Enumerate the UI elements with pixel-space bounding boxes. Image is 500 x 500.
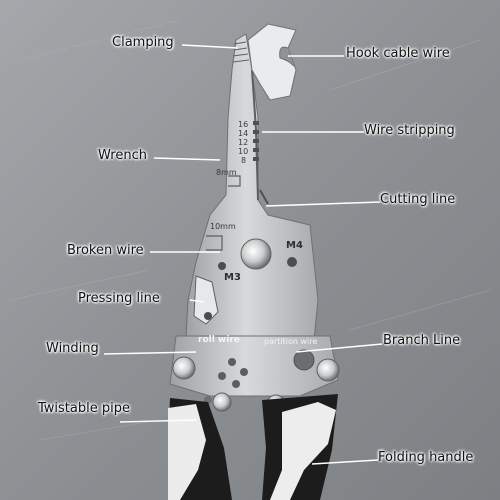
label-broken-wire: Broken wire xyxy=(67,243,144,258)
partition-hole xyxy=(293,349,315,371)
label-folding-handle: Folding handle xyxy=(378,450,474,465)
lower-plate xyxy=(169,335,339,397)
label-branch-line: Branch Line xyxy=(383,333,461,348)
main-pivot-rivet xyxy=(240,238,272,270)
right-handle-white xyxy=(270,402,336,500)
partition-wire-marking: partition wire xyxy=(264,337,318,346)
lower-left-rivet xyxy=(212,392,232,412)
scratch-marks xyxy=(9,19,491,441)
left-handle-white xyxy=(168,404,206,500)
gauge-12: 12 xyxy=(238,138,249,147)
label-winding: Winding xyxy=(46,341,99,356)
m4-marking: M4 xyxy=(286,240,303,251)
callout-leaders xyxy=(103,44,383,465)
wrench-10mm-slot xyxy=(206,235,223,251)
m4-hole xyxy=(287,257,297,267)
m3-marking: M3 xyxy=(224,272,241,283)
right-rivet xyxy=(316,358,340,382)
label-clamping: Clamping xyxy=(112,35,174,50)
roll-wire-marking: roll wire xyxy=(198,335,240,345)
wrench-8mm-slot xyxy=(228,175,241,187)
gauge-16: 16 xyxy=(238,120,249,129)
left-rivet xyxy=(172,356,196,380)
hook-plate xyxy=(247,23,297,101)
gauge-14: 14 xyxy=(238,129,249,138)
label-pressing-line: Pressing line xyxy=(78,291,160,306)
label-cutting-line: Cutting line xyxy=(380,192,456,207)
clamping-teeth xyxy=(232,41,250,63)
m3-hole xyxy=(218,262,226,270)
label-wrench: Wrench xyxy=(98,148,147,163)
label-wire-stripping: Wire stripping xyxy=(364,123,455,138)
label-twistable-pipe: Twistable pipe xyxy=(38,401,130,416)
wrench-10mm-marking: 10mm xyxy=(210,222,236,231)
roll-wire-holes xyxy=(218,358,248,388)
hook-notch xyxy=(279,46,295,67)
pressing-hole xyxy=(204,312,212,320)
label-hook-cable-wire: Hook cable wire xyxy=(346,46,450,61)
stripping-notches xyxy=(253,121,259,161)
gauge-10: 10 xyxy=(238,147,249,156)
cutting-edge xyxy=(259,189,269,205)
pressing-crimp xyxy=(193,275,219,325)
gauge-8: 8 xyxy=(241,156,247,165)
wrench-8mm-marking: 8mm xyxy=(216,168,237,177)
